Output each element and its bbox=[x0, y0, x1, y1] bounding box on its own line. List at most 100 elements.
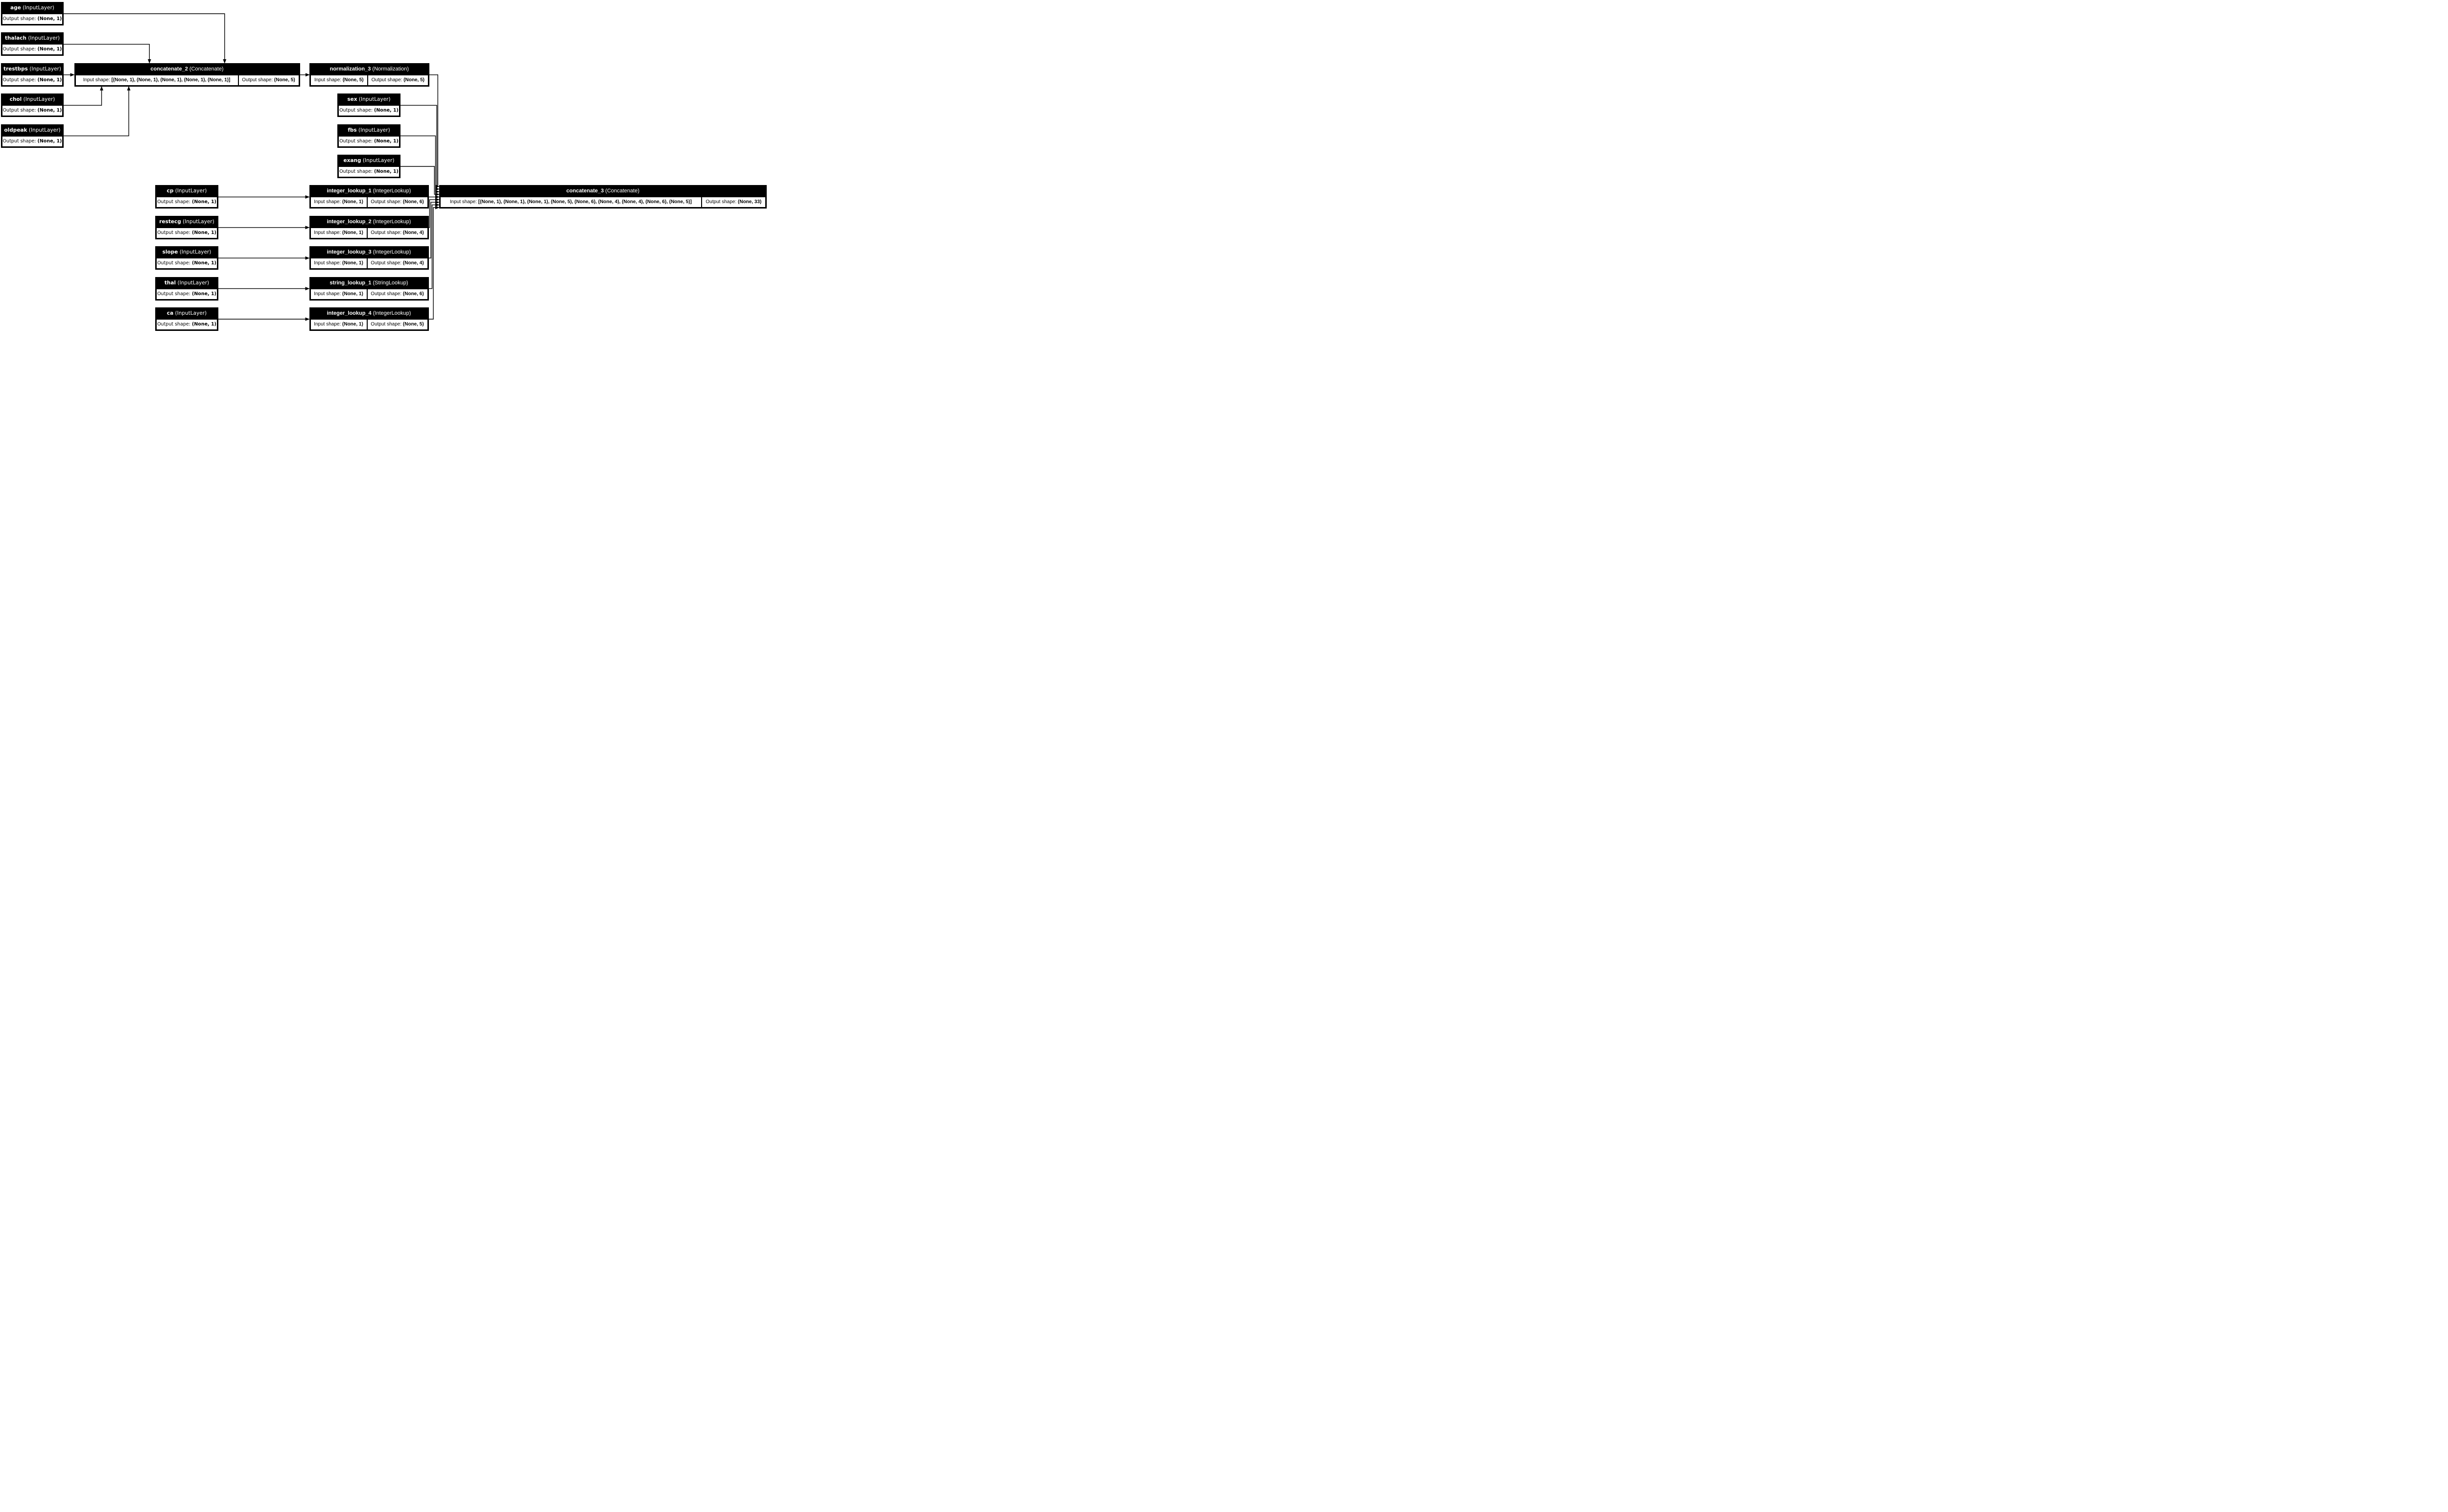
output-shape-label: Output shape: bbox=[706, 199, 737, 205]
layer-shapes-row: Output shape: (None, 1) bbox=[2, 44, 63, 55]
input-shape-value: (None, 1) bbox=[342, 230, 363, 235]
output-shape-cell: Output shape: (None, 1) bbox=[338, 105, 400, 116]
layer-node-thal: thal (InputLayer)Output shape: (None, 1) bbox=[155, 277, 218, 301]
layer-header-trestbps: trestbps (InputLayer) bbox=[2, 63, 63, 75]
layer-type: (InputLayer) bbox=[183, 218, 214, 225]
input-shape-cell: Input shape: (None, 1) bbox=[310, 227, 367, 238]
layer-name: fbs bbox=[348, 127, 357, 133]
output-shape-value: (None, 6) bbox=[402, 199, 424, 205]
layer-type: (IntegerLookup) bbox=[373, 188, 411, 194]
input-shape-label: Input shape: bbox=[314, 230, 341, 235]
input-shape-value: (None, 1) bbox=[342, 322, 363, 327]
layer-shapes-row: Input shape: (None, 1) Output shape: (Non… bbox=[310, 288, 428, 300]
input-shape-label: Input shape: bbox=[83, 77, 110, 83]
output-shape-label: Output shape: bbox=[339, 138, 373, 144]
output-shape-cell: Output shape: (None, 1) bbox=[2, 136, 63, 147]
layer-header-thal: thal (InputLayer) bbox=[156, 277, 217, 289]
layer-type: (InputLayer) bbox=[28, 127, 61, 133]
output-shape-label: Output shape: bbox=[157, 322, 190, 327]
output-shape-label: Output shape: bbox=[371, 322, 402, 327]
layer-shapes-row: Output shape: (None, 1) bbox=[338, 105, 400, 116]
layer-type: (StringLookup) bbox=[373, 279, 408, 286]
layer-type: (Normalization) bbox=[372, 66, 409, 72]
layer-shapes-row: Output shape: (None, 1) bbox=[338, 166, 400, 177]
input-shape-cell: Input shape: (None, 1) bbox=[310, 258, 367, 269]
output-shape-label: Output shape: bbox=[2, 138, 36, 144]
layer-node-string_lookup_1: string_lookup_1 (StringLookup)Input shap… bbox=[309, 277, 429, 301]
layer-shapes-row: Input shape: [(None, 1), (None, 1), (Non… bbox=[75, 74, 299, 86]
layer-header-slope: slope (InputLayer) bbox=[156, 246, 217, 258]
layer-header-integer_lookup_4: integer_lookup_4 (IntegerLookup) bbox=[310, 307, 428, 319]
output-shape-cell: Output shape: (None, 5) bbox=[367, 74, 428, 86]
layer-name: trestbps bbox=[3, 66, 28, 72]
layer-name: integer_lookup_4 bbox=[327, 310, 372, 316]
edge-normalization_3-to-concatenate_3 bbox=[429, 74, 440, 188]
layer-name: chol bbox=[9, 96, 22, 103]
layer-node-concatenate_3: concatenate_3 (Concatenate)Input shape: … bbox=[439, 185, 767, 209]
edges-layer bbox=[64, 13, 440, 321]
output-shape-value: (None, 33) bbox=[738, 199, 762, 205]
output-shape-value: (None, 1) bbox=[374, 108, 399, 114]
layer-header-fbs: fbs (InputLayer) bbox=[338, 124, 400, 136]
layer-type: (InputLayer) bbox=[362, 158, 395, 163]
layer-shapes-row: Output shape: (None, 1) bbox=[156, 197, 217, 208]
output-shape-label: Output shape: bbox=[339, 169, 373, 174]
output-shape-label: Output shape: bbox=[157, 199, 190, 205]
layer-type: (InputLayer) bbox=[179, 249, 212, 256]
layer-header-string_lookup_1: string_lookup_1 (StringLookup) bbox=[310, 277, 428, 289]
edge-integer_lookup_2-to-concatenate_3 bbox=[428, 198, 440, 228]
input-shape-label: Input shape: bbox=[314, 291, 341, 297]
input-shape-cell: Input shape: (None, 5) bbox=[310, 74, 368, 86]
layer-shapes-row: Output shape: (None, 1) bbox=[156, 319, 217, 330]
output-shape-cell: Output shape: (None, 5) bbox=[238, 74, 299, 86]
layer-header-concatenate_2: concatenate_2 (Concatenate) bbox=[75, 63, 299, 75]
layer-shapes-row: Output shape: (None, 1) bbox=[156, 258, 217, 269]
layer-name: oldpeak bbox=[4, 127, 27, 133]
layer-header-sex: sex (InputLayer) bbox=[338, 93, 400, 105]
layer-name: ca bbox=[166, 310, 174, 316]
output-shape-value: (None, 1) bbox=[192, 260, 216, 266]
layer-name: concatenate_3 bbox=[566, 188, 604, 194]
input-shape-value: [(None, 1), (None, 1), (None, 1), (None,… bbox=[478, 199, 692, 205]
output-shape-cell: Output shape: (None, 6) bbox=[367, 197, 428, 208]
edge-integer_lookup_3-to-concatenate_3 bbox=[428, 200, 440, 258]
layer-header-ca: ca (InputLayer) bbox=[156, 307, 217, 319]
layer-header-chol: chol (InputLayer) bbox=[2, 93, 63, 105]
input-shape-cell: Input shape: (None, 1) bbox=[310, 197, 367, 208]
output-shape-cell: Output shape: (None, 1) bbox=[156, 288, 217, 300]
output-shape-label: Output shape: bbox=[2, 108, 36, 114]
layer-node-restecg: restecg (InputLayer)Output shape: (None,… bbox=[155, 215, 218, 239]
edge-thalach-to-concatenate_2 bbox=[64, 44, 151, 64]
output-shape-label: Output shape: bbox=[157, 260, 190, 266]
layer-header-exang: exang (InputLayer) bbox=[338, 155, 400, 166]
layer-name: cp bbox=[166, 188, 174, 194]
input-shape-value: (None, 1) bbox=[342, 291, 363, 297]
layer-shapes-row: Output shape: (None, 1) bbox=[2, 74, 63, 86]
input-shape-value: (None, 1) bbox=[342, 260, 363, 266]
layer-header-cp: cp (InputLayer) bbox=[156, 185, 217, 197]
layer-header-age: age (InputLayer) bbox=[2, 2, 63, 14]
layer-shapes-row: Output shape: (None, 1) bbox=[2, 105, 63, 116]
output-shape-cell: Output shape: (None, 6) bbox=[367, 288, 428, 300]
input-shape-value: (None, 5) bbox=[342, 77, 364, 83]
output-shape-label: Output shape: bbox=[157, 291, 190, 297]
output-shape-value: (None, 1) bbox=[192, 199, 216, 205]
output-shape-label: Output shape: bbox=[2, 16, 36, 22]
edge-fbs-to-concatenate_3 bbox=[400, 135, 440, 194]
model-diagram: age (InputLayer)Output shape: (None, 1)t… bbox=[0, 0, 768, 333]
layer-name: integer_lookup_3 bbox=[327, 249, 372, 256]
layer-node-integer_lookup_4: integer_lookup_4 (IntegerLookup)Input sh… bbox=[309, 307, 429, 331]
layer-header-integer_lookup_3: integer_lookup_3 (IntegerLookup) bbox=[310, 246, 428, 258]
layer-node-integer_lookup_3: integer_lookup_3 (IntegerLookup)Input sh… bbox=[309, 246, 429, 270]
layer-name: thalach bbox=[5, 35, 26, 42]
output-shape-value: (None, 1) bbox=[37, 16, 62, 22]
layer-node-exang: exang (InputLayer)Output shape: (None, 1… bbox=[337, 155, 400, 178]
edge-sex-to-concatenate_3 bbox=[400, 105, 440, 191]
layer-node-thalach: thalach (InputLayer)Output shape: (None,… bbox=[1, 32, 64, 56]
input-shape-label: Input shape: bbox=[314, 77, 342, 83]
output-shape-label: Output shape: bbox=[242, 77, 273, 83]
input-shape-value: [(None, 1), (None, 1), (None, 1), (None,… bbox=[111, 77, 231, 83]
layer-node-fbs: fbs (InputLayer)Output shape: (None, 1) bbox=[337, 124, 400, 148]
layer-shapes-row: Input shape: (None, 5)Output shape: (Non… bbox=[310, 74, 428, 86]
output-shape-label: Output shape: bbox=[157, 230, 190, 235]
